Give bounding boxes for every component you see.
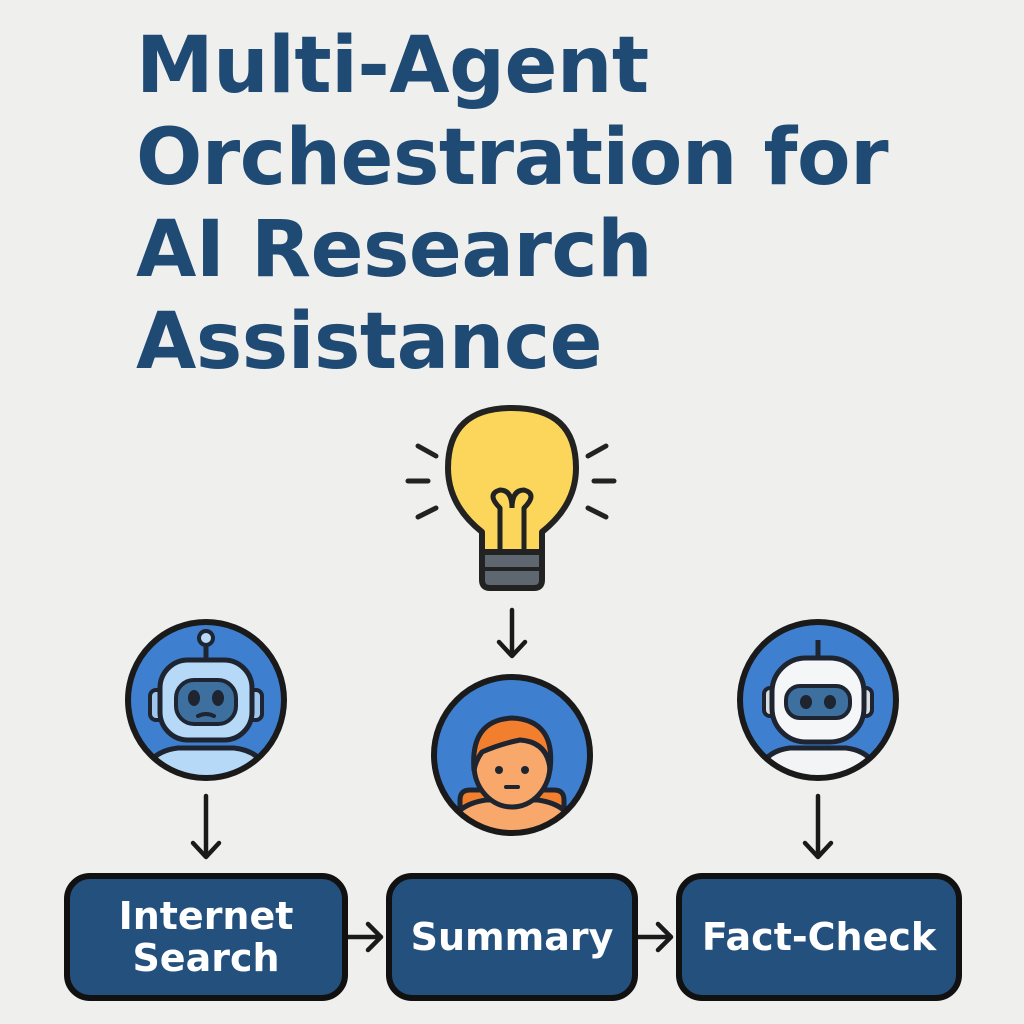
step-internet-search: Internet Search [64, 873, 348, 1001]
title-line-1: Multi-Agent [136, 21, 649, 111]
step-label: Summary [410, 915, 614, 959]
arrow-idea-to-summary-agent [496, 607, 528, 659]
title-line-4: Assistance [136, 297, 602, 387]
robot-white-icon [737, 619, 899, 781]
step-label-line-1: Internet [118, 894, 294, 938]
arrow-search-to-summary [345, 921, 384, 953]
bulb-filament [490, 487, 534, 555]
robot-blue-icon [125, 619, 287, 781]
person-icon [431, 674, 593, 836]
light-rays [405, 443, 617, 520]
step-summary: Summary [386, 873, 638, 1001]
arrow-fact-agent-to-step [802, 793, 834, 860]
arrow-summary-to-factcheck [635, 921, 674, 953]
arrow-search-agent-to-step [190, 793, 222, 860]
title-line-3: AI Research [136, 205, 653, 295]
bulb-glass [445, 405, 579, 555]
lightbulb-icon [405, 405, 617, 591]
title-line-2: Orchestration for [136, 113, 889, 203]
step-label: Fact-Check [701, 915, 937, 959]
step-fact-check: Fact-Check [676, 873, 962, 1001]
step-label-line-2: Search [132, 936, 280, 980]
diagram-title: Multi-Agent Orchestration for AI Researc… [136, 20, 996, 388]
